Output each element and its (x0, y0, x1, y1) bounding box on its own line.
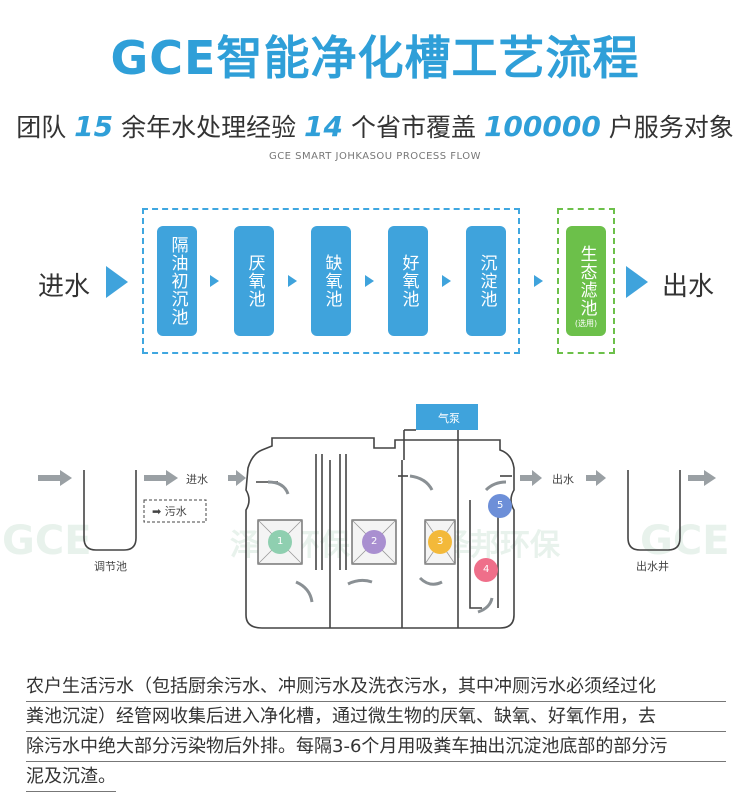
flow-arrow-icon (288, 275, 297, 287)
air-pump-box (416, 404, 478, 430)
description-line: 粪池沉淀）经管网收集后进入净化槽，通过微生物的厌氧、缺氧、好氧作用，去 (26, 702, 726, 732)
watermark-text-2: 泽邦环保 (440, 528, 560, 563)
diagram-inlet-label: 进水 (186, 473, 208, 486)
flow-arrow-icon (534, 275, 543, 287)
curve-arrow-icon (418, 576, 443, 586)
flow-arrow-icon (586, 470, 606, 486)
marker-3 (428, 530, 452, 554)
curve-arrow-icon (477, 597, 494, 614)
flow-arrow-icon (365, 275, 374, 287)
optional-group-box (557, 208, 615, 354)
step-eco-filter-label: 生态滤池 (576, 245, 597, 317)
sewage-label-text: 污水 (164, 505, 187, 518)
inlet-label: 进水 (38, 272, 91, 302)
sewage-box (143, 499, 207, 523)
curve-arrow-icon (409, 474, 434, 491)
tank-schematic (38, 404, 716, 629)
step-grease-trap: 隔油初沉池 (157, 226, 197, 336)
outlet-well-label: 出水井 (636, 560, 669, 573)
subtitle-number-2: 14 (304, 110, 344, 143)
subtitle-number-3: 100000 (483, 110, 601, 143)
outflow-arrow-icon (688, 470, 716, 486)
marker-2-label: 2 (371, 536, 378, 547)
regulating-tank-outline (83, 470, 137, 551)
flow-arrow-icon (210, 275, 219, 287)
air-pump-label: 气泵 (438, 412, 460, 425)
flow-arrow-icon (442, 275, 451, 287)
watermark-logo-right: GCE (640, 518, 730, 564)
marker-4-label: 4 (483, 564, 490, 575)
step-eco-filter: 生态滤池 (566, 226, 606, 336)
process-group-box (142, 208, 520, 354)
curve-arrow-icon (347, 578, 373, 586)
curve-arrow-icon (295, 580, 314, 603)
step-sedimentation: 沉淀池 (466, 226, 506, 336)
flow-arrow-icon (228, 470, 246, 486)
marker-4 (474, 558, 498, 582)
subtitle-text-3: 个省市覆盖 (350, 113, 476, 142)
subtitle-text-2: 余年水处理经验 (121, 113, 297, 142)
diagram-outlet-label: 出水 (552, 473, 574, 486)
flow-arrow-icon (520, 470, 542, 486)
marker-5 (488, 494, 512, 518)
marker-3-label: 3 (437, 536, 444, 547)
sewage-label: ➡ 污水 (152, 505, 187, 518)
marker-2 (362, 530, 386, 554)
flow-arrow-icon (144, 470, 178, 486)
outlet-arrow-icon (626, 266, 648, 298)
outlet-well-outline (627, 470, 681, 551)
subtitle-text-1: 团队 (16, 113, 67, 142)
watermark-logo-left: GCE (2, 518, 92, 564)
marker-5-label: 5 (497, 500, 504, 511)
marker-1-label: 1 (277, 536, 284, 547)
description-line: 农户生活污水（包括厨余污水、冲厕污水及洗衣污水，其中冲厕污水必须经过化 (26, 672, 726, 702)
description: 农户生活污水（包括厨余污水、冲厕污水及洗衣污水，其中冲厕污水必须经过化 粪池沉淀… (26, 672, 726, 792)
page-title: GCE智能净化槽工艺流程 (110, 31, 640, 85)
inlet-arrow-icon (106, 266, 128, 298)
outlet-label: 出水 (662, 272, 715, 302)
subtitle: 团队 15 余年水处理经验 14 个省市覆盖 100000 户服务对象 (0, 108, 750, 144)
description-line: 泥及沉渣。 (26, 762, 116, 792)
step-aerobic: 好氧池 (388, 226, 428, 336)
subtitle-number-1: 15 (74, 110, 114, 143)
subtitle-text-4: 户服务对象 (608, 113, 734, 142)
marker-1 (268, 530, 292, 554)
english-title: GCE SMART JOHKASOU PROCESS FLOW (268, 151, 482, 162)
description-line: 除污水中绝大部分污染物后外排。每隔3-6个月用吸粪车抽出沉淀池底部的部分污 (26, 732, 726, 762)
step-anoxic: 缺氧池 (311, 226, 351, 336)
optional-note: (选用) (574, 319, 598, 328)
inflow-arrow-icon (38, 470, 72, 486)
main-tank-outline (245, 437, 515, 629)
curve-arrow-icon (484, 480, 507, 492)
step-anaerobic: 厌氧池 (234, 226, 274, 336)
curve-arrow-icon (267, 480, 290, 495)
regulating-tank-label: 调节池 (94, 560, 127, 573)
